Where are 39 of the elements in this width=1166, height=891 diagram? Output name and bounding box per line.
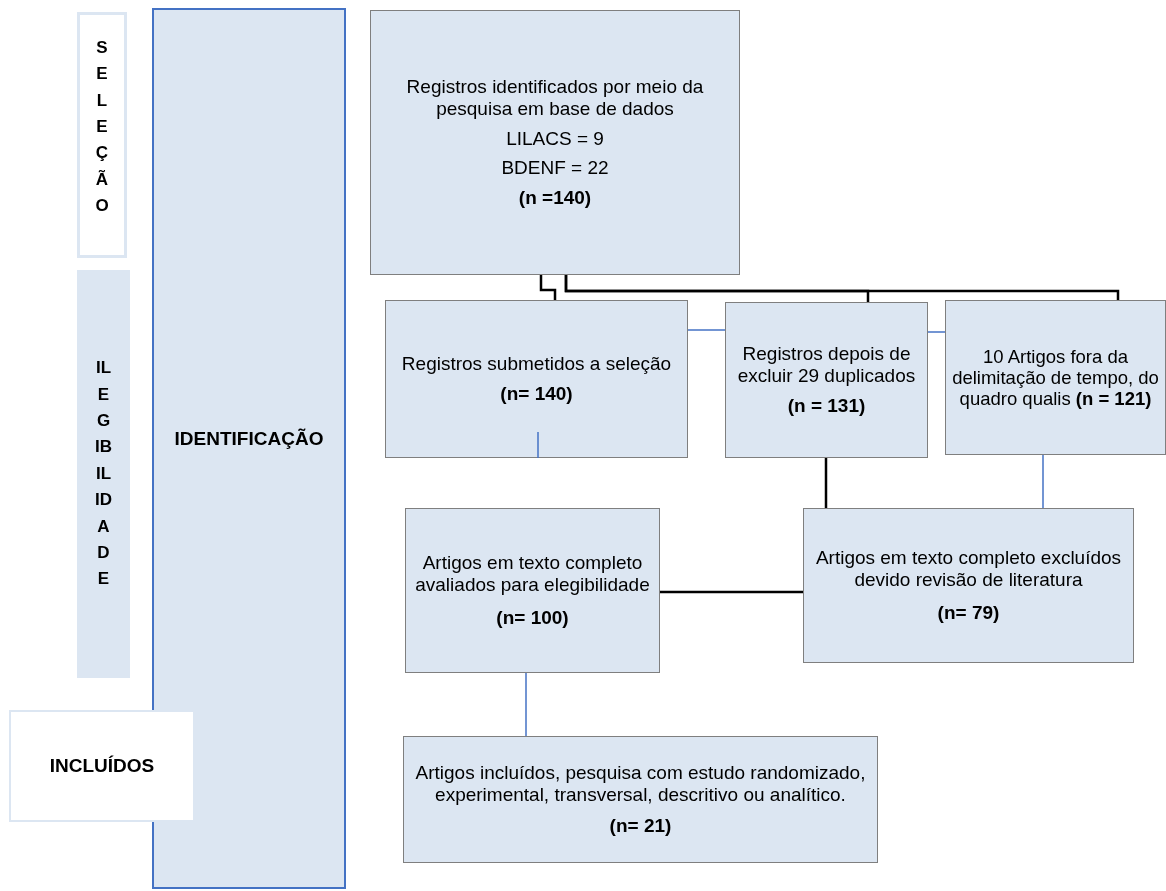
stage-label: INCLUÍDOS	[49, 755, 155, 777]
stage-label: SELEÇÃO	[94, 37, 110, 218]
connector-line	[564, 275, 1120, 300]
box-text: 10 Artigos fora da delimitação de tempo, do quadro qualis (n = 121)	[951, 345, 1160, 410]
box-text: BDENF = 22	[501, 157, 609, 180]
connector-line	[660, 590, 803, 594]
stage-band	[77, 12, 127, 258]
connector-line	[537, 431, 539, 459]
stage-label: IDENTIFICAÇÃO	[174, 427, 324, 450]
process-box	[725, 302, 928, 458]
stage-label: ILEGIBILIDADE	[95, 357, 112, 591]
process-box	[945, 300, 1166, 455]
count-label: (n= 100)	[496, 607, 569, 630]
stage-band	[77, 270, 130, 678]
stage-band	[9, 710, 195, 822]
count-label: (n= 79)	[937, 602, 1000, 625]
connector-line	[927, 331, 946, 333]
count-label: (n= 140)	[500, 383, 573, 405]
process-box	[370, 10, 740, 275]
box-text: Artigos em texto completo excluídos devido revisão de literatura	[814, 546, 1123, 591]
process-box	[803, 508, 1134, 663]
connector-line	[1042, 454, 1044, 509]
connector-line	[525, 672, 527, 737]
connector-line	[687, 329, 726, 331]
count-label: (n = 131)	[787, 394, 866, 417]
process-box	[385, 300, 688, 458]
process-box	[403, 736, 878, 863]
count-label: (n= 21)	[609, 815, 672, 838]
box-text: LILACS = 9	[506, 127, 604, 150]
box-text: Registros identificados por meio da pesquisa em base de dados	[405, 75, 705, 120]
stage-band	[152, 8, 346, 889]
connector-line	[539, 275, 557, 300]
process-box	[405, 508, 660, 673]
box-text: Registros depois de excluir 29 duplicados	[736, 343, 917, 387]
connector-line	[824, 458, 828, 508]
box-text: Artigos em texto completo avaliados para elegibilidade	[414, 551, 651, 596]
box-text: Artigos incluídos, pesquisa com estudo randomizado, experimental, transversal, descritivo ou analítico.	[414, 761, 867, 806]
count-label: (n =140)	[518, 187, 592, 210]
box-text: Registros submetidos a seleção	[401, 353, 672, 375]
